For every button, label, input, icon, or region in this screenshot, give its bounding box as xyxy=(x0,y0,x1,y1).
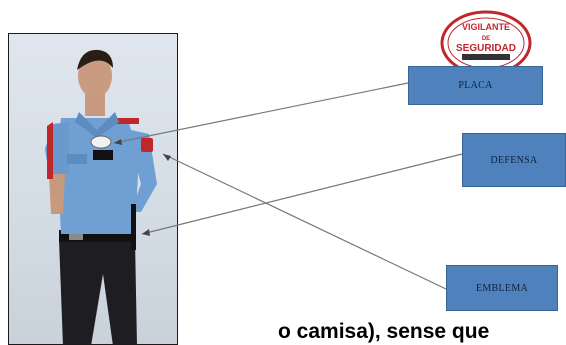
guard-figure xyxy=(45,49,157,344)
caption-text: o camisa), sense que xyxy=(278,320,490,343)
label-placa: PLACA xyxy=(408,66,543,105)
badge-line2: DE xyxy=(482,36,490,42)
badge-line3: SEGURIDAD xyxy=(456,43,516,54)
connector-defensa xyxy=(141,153,463,235)
label-defensa-text: DEFENSA xyxy=(490,154,538,166)
connector-placa xyxy=(113,82,409,144)
label-defensa: DEFENSA xyxy=(462,133,566,187)
label-emblema-text: EMBLEMA xyxy=(475,282,529,294)
guard-photo xyxy=(8,33,178,345)
label-placa-text: PLACA xyxy=(458,80,493,91)
connector-emblema xyxy=(162,153,447,290)
label-emblema: EMBLEMA xyxy=(446,265,558,311)
badge-line1: VIGILANTE xyxy=(462,22,510,32)
